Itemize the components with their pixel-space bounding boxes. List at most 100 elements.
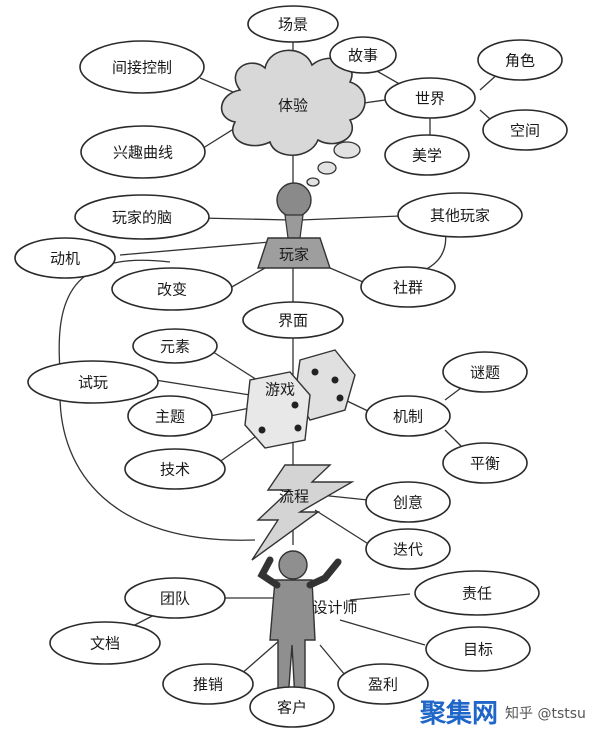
node-community: 社群 [393, 279, 423, 297]
node-scene: 场景 [278, 16, 308, 34]
edge-process-iteration [314, 509, 371, 546]
pawn-neck [284, 214, 304, 239]
node-player-brain-group: 玩家的脑 [74, 194, 210, 240]
thought-bubble-small [306, 177, 320, 187]
edge-designer-goals [339, 619, 426, 646]
node-world-shape [384, 77, 476, 119]
pip [336, 394, 344, 402]
designer-right-arm [306, 558, 342, 589]
node-scene-group: 场景 [247, 5, 339, 43]
edge-playtest-loop-top [58, 259, 171, 371]
node-community-group: 社群 [360, 266, 456, 308]
edge-designer-marketing [239, 639, 281, 676]
experience-cloud: 体验 [220, 49, 366, 187]
node-interest-curve-group: 兴趣曲线 [80, 125, 206, 179]
node-scene-shape [247, 5, 339, 43]
node-role: 角色 [505, 52, 535, 70]
node-creativity-group: 创意 [365, 481, 451, 523]
node-marketing-shape [162, 663, 254, 705]
node-balance-group: 平衡 [442, 442, 528, 484]
node-documents-shape [49, 621, 161, 665]
edge-designer-responsibility [349, 593, 411, 601]
node-goals: 目标 [463, 641, 493, 659]
designer-figure: 设计师 [257, 550, 358, 701]
node-experience: 体验 [278, 97, 308, 115]
node-documents: 文档 [90, 635, 120, 653]
game-dice: 游戏 [244, 349, 356, 449]
node-balance-shape [442, 442, 528, 484]
node-technology-group: 技术 [124, 448, 226, 490]
node-interval-control-group: 间接控制 [79, 40, 205, 94]
node-balance: 平衡 [470, 455, 500, 473]
node-puzzle: 谜题 [470, 364, 500, 382]
node-interface-group: 界面 [242, 301, 344, 339]
node-theme: 主题 [155, 408, 185, 426]
node-interest-curve-shape [80, 125, 206, 179]
node-game: 游戏 [265, 381, 295, 399]
node-mechanics: 机制 [393, 408, 423, 426]
node-interest-curve: 兴趣曲线 [113, 144, 173, 162]
node-goals-shape [425, 626, 531, 672]
node-world: 世界 [415, 90, 445, 108]
node-motivation-shape [14, 237, 116, 279]
node-player: 玩家 [279, 246, 309, 264]
pip [291, 401, 299, 409]
node-elements: 元素 [160, 338, 190, 356]
edge-change-player [229, 267, 266, 289]
node-interface: 界面 [278, 312, 308, 330]
node-change-group: 改变 [111, 267, 233, 311]
edge-player-others [299, 215, 401, 221]
node-profit-group: 盈利 [337, 663, 429, 705]
node-responsibility-group: 责任 [414, 570, 540, 616]
node-team-shape [124, 577, 226, 619]
node-community-shape [360, 266, 456, 308]
node-designer: 设计师 [312, 599, 357, 617]
node-elements-group: 元素 [132, 328, 218, 364]
node-role-shape [477, 39, 563, 81]
node-client-group: 客户 [249, 686, 335, 728]
edge-designer-profit [319, 644, 346, 676]
node-iteration-group: 迭代 [365, 528, 451, 570]
node-change: 改变 [157, 281, 187, 299]
node-process: 流程 [279, 488, 309, 506]
node-player-brain-shape [74, 194, 210, 240]
node-aesthetics-group: 美学 [384, 134, 470, 176]
nodes: 场景 故事 角色 间接控制 世界 空间 兴趣曲线 美学 [14, 5, 568, 728]
node-space: 空间 [510, 122, 540, 140]
watermark-brand: 聚集网 [419, 698, 498, 729]
node-other-players-group: 其他玩家 [397, 192, 523, 238]
lightning-shape [251, 464, 355, 561]
cloud-shape [220, 49, 366, 156]
node-creativity: 创意 [393, 494, 423, 512]
node-motivation-group: 动机 [14, 237, 116, 279]
edge-playtest-game [154, 379, 251, 396]
node-responsibility: 责任 [462, 585, 492, 603]
node-marketing-group: 推销 [162, 663, 254, 705]
node-mechanics-shape [365, 395, 451, 437]
node-client: 客户 [277, 699, 307, 717]
node-interval-control-shape [79, 40, 205, 94]
pip [311, 368, 319, 376]
node-puzzle-shape [442, 351, 528, 393]
node-interface-shape [242, 301, 344, 339]
node-story-shape [329, 36, 397, 74]
node-other-players: 其他玩家 [430, 207, 490, 225]
edge-brain-player [199, 217, 291, 221]
pip [294, 424, 302, 432]
node-other-players-shape [397, 192, 523, 238]
node-motivation: 动机 [50, 250, 80, 268]
pip [258, 426, 266, 434]
node-technology-shape [124, 448, 226, 490]
process-lightning: 流程 [251, 464, 355, 561]
node-elements-shape [132, 328, 218, 364]
node-space-group: 空间 [482, 109, 568, 151]
node-playtest-group: 试玩 [27, 360, 159, 404]
node-aesthetics-shape [384, 134, 470, 176]
node-team: 团队 [160, 590, 190, 608]
pip [331, 376, 339, 384]
node-profit-shape [337, 663, 429, 705]
pawn-head [276, 182, 312, 218]
node-creativity-shape [365, 481, 451, 523]
node-theme-group: 主题 [127, 395, 213, 437]
